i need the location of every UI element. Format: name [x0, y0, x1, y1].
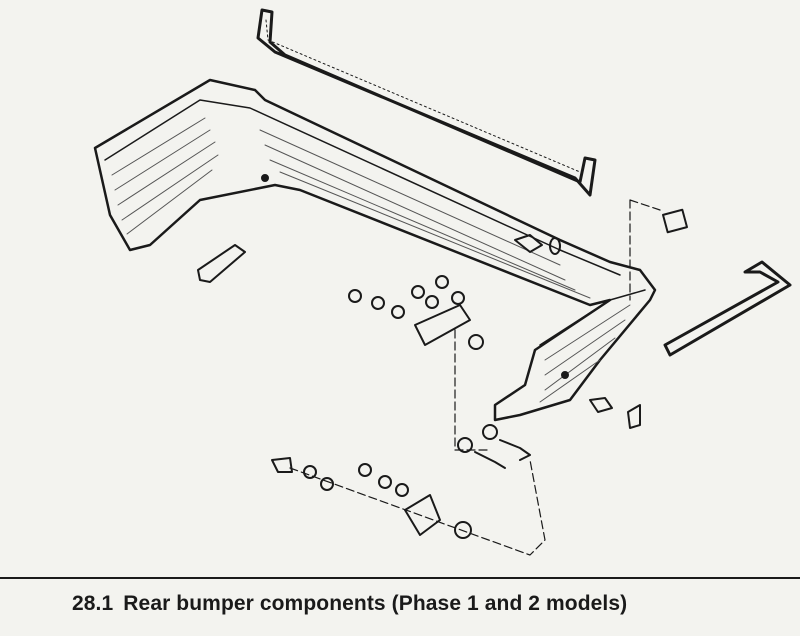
bumper-moulding	[93, 78, 657, 422]
figure-caption-text: Rear bumper components (Phase 1 and 2 mo…	[123, 592, 628, 615]
rear-bumper-exploded-diagram	[93, 8, 792, 556]
caption-divider	[0, 577, 800, 579]
fixings	[271, 234, 641, 556]
side-trim-strip	[663, 260, 792, 357]
figure-caption: 28.1 Rear bumper components (Phase 1 and …	[72, 592, 627, 616]
figure-number: 28.1	[72, 592, 114, 615]
end-clip	[197, 244, 246, 283]
bumper-seal-strip	[256, 8, 597, 197]
clip-nut	[629, 199, 688, 301]
